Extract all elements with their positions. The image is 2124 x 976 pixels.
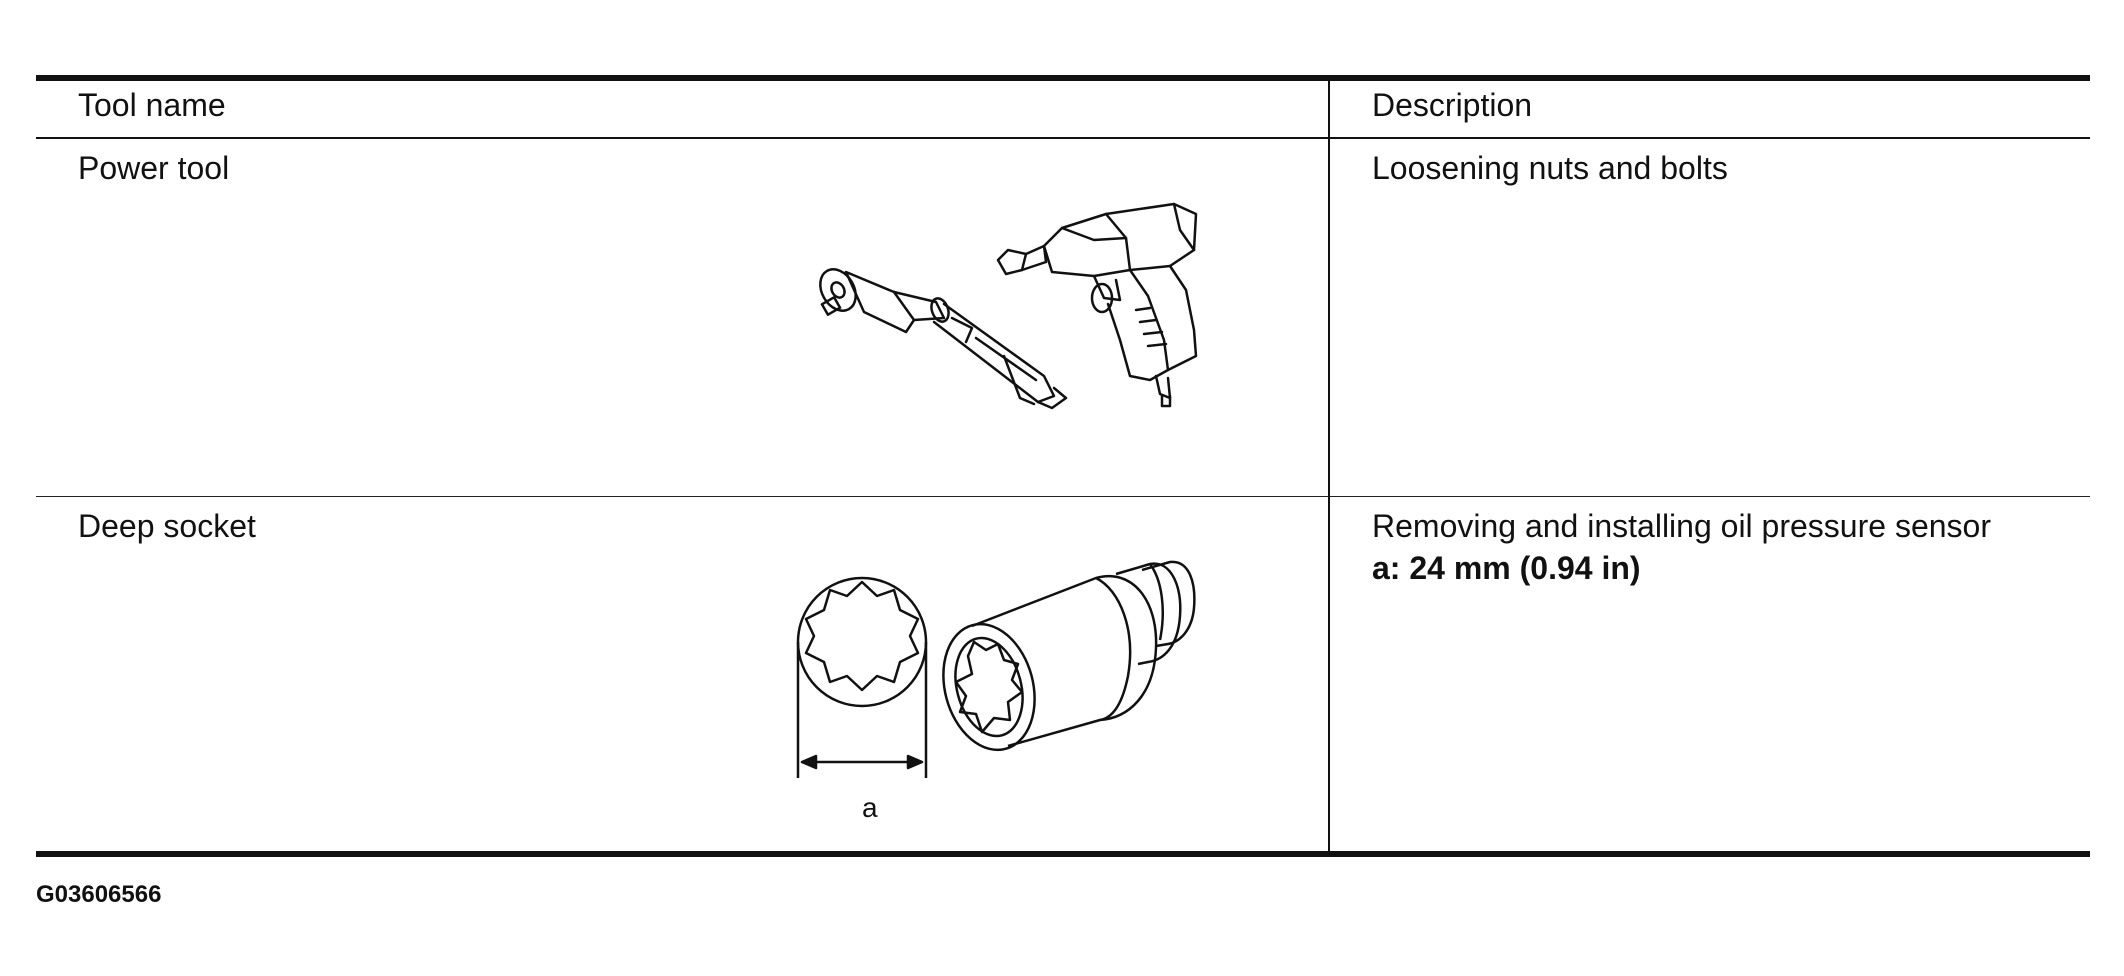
header-tool-name: Tool name — [78, 87, 226, 123]
header-rule — [36, 137, 2090, 139]
column-divider — [1328, 81, 1330, 857]
row-power-tool-description: Loosening nuts and bolts — [1372, 150, 1728, 186]
dimension-label: a — [862, 792, 878, 823]
figure-code: G03606566 — [36, 881, 162, 908]
deep-socket-spec: a: 24 mm (0.94 in) — [1372, 550, 1641, 586]
socket-perspective-icon — [942, 560, 1196, 752]
row-deep-socket-name: Deep socket — [78, 508, 256, 544]
socket-end-view-icon — [796, 576, 928, 778]
air-ratchet-icon — [819, 268, 1068, 410]
row-power-tool-name: Power tool — [78, 150, 230, 186]
header-description: Description — [1372, 87, 1533, 123]
table-top-rule — [36, 75, 2090, 81]
table-bottom-rule — [36, 851, 2090, 857]
row-deep-socket-description: Removing and installing oil pressure sen… — [1372, 508, 1991, 544]
deep-socket-illustration — [796, 560, 1196, 778]
impact-wrench-icon — [996, 202, 1198, 408]
power-tool-illustration — [819, 202, 1198, 410]
row-divider — [36, 496, 2090, 497]
tool-table: Tool name Description Power tool Looseni… — [36, 75, 2090, 857]
